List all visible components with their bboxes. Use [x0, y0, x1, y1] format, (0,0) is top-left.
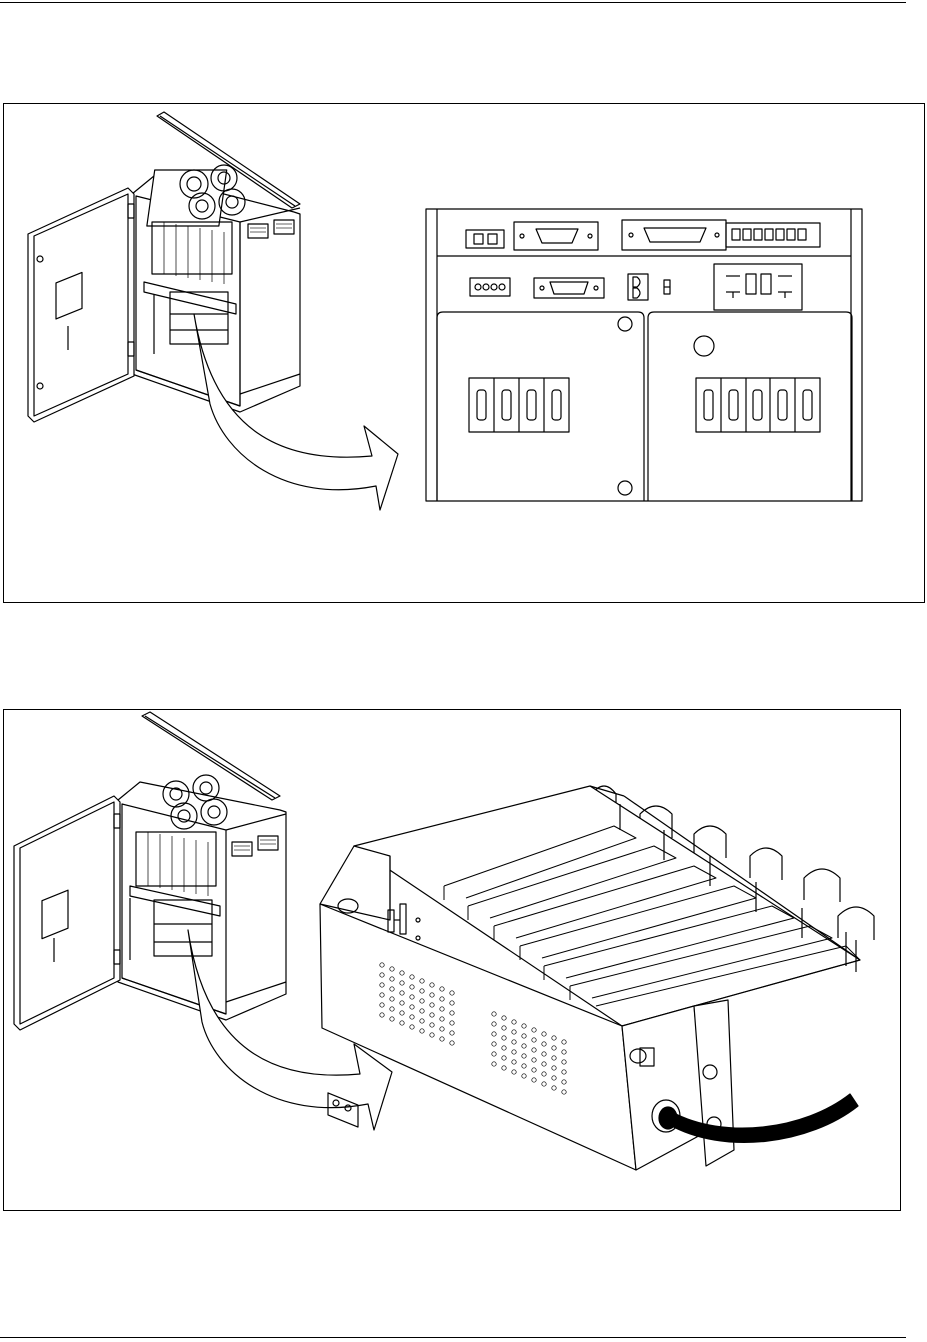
- bottom-rule: [0, 1337, 906, 1338]
- combiner-unit: [320, 786, 874, 1170]
- cabinet-icon: [14, 712, 286, 1030]
- figure-cabinet-combiner: [3, 709, 901, 1211]
- top-rule: [0, 2, 906, 3]
- front-connector-panel: [426, 209, 862, 501]
- figure-2-drawing: [4, 710, 902, 1212]
- cabinet-icon: [28, 112, 300, 422]
- figure-cabinet-panel: [3, 103, 925, 603]
- figure-1-drawing: [4, 104, 926, 604]
